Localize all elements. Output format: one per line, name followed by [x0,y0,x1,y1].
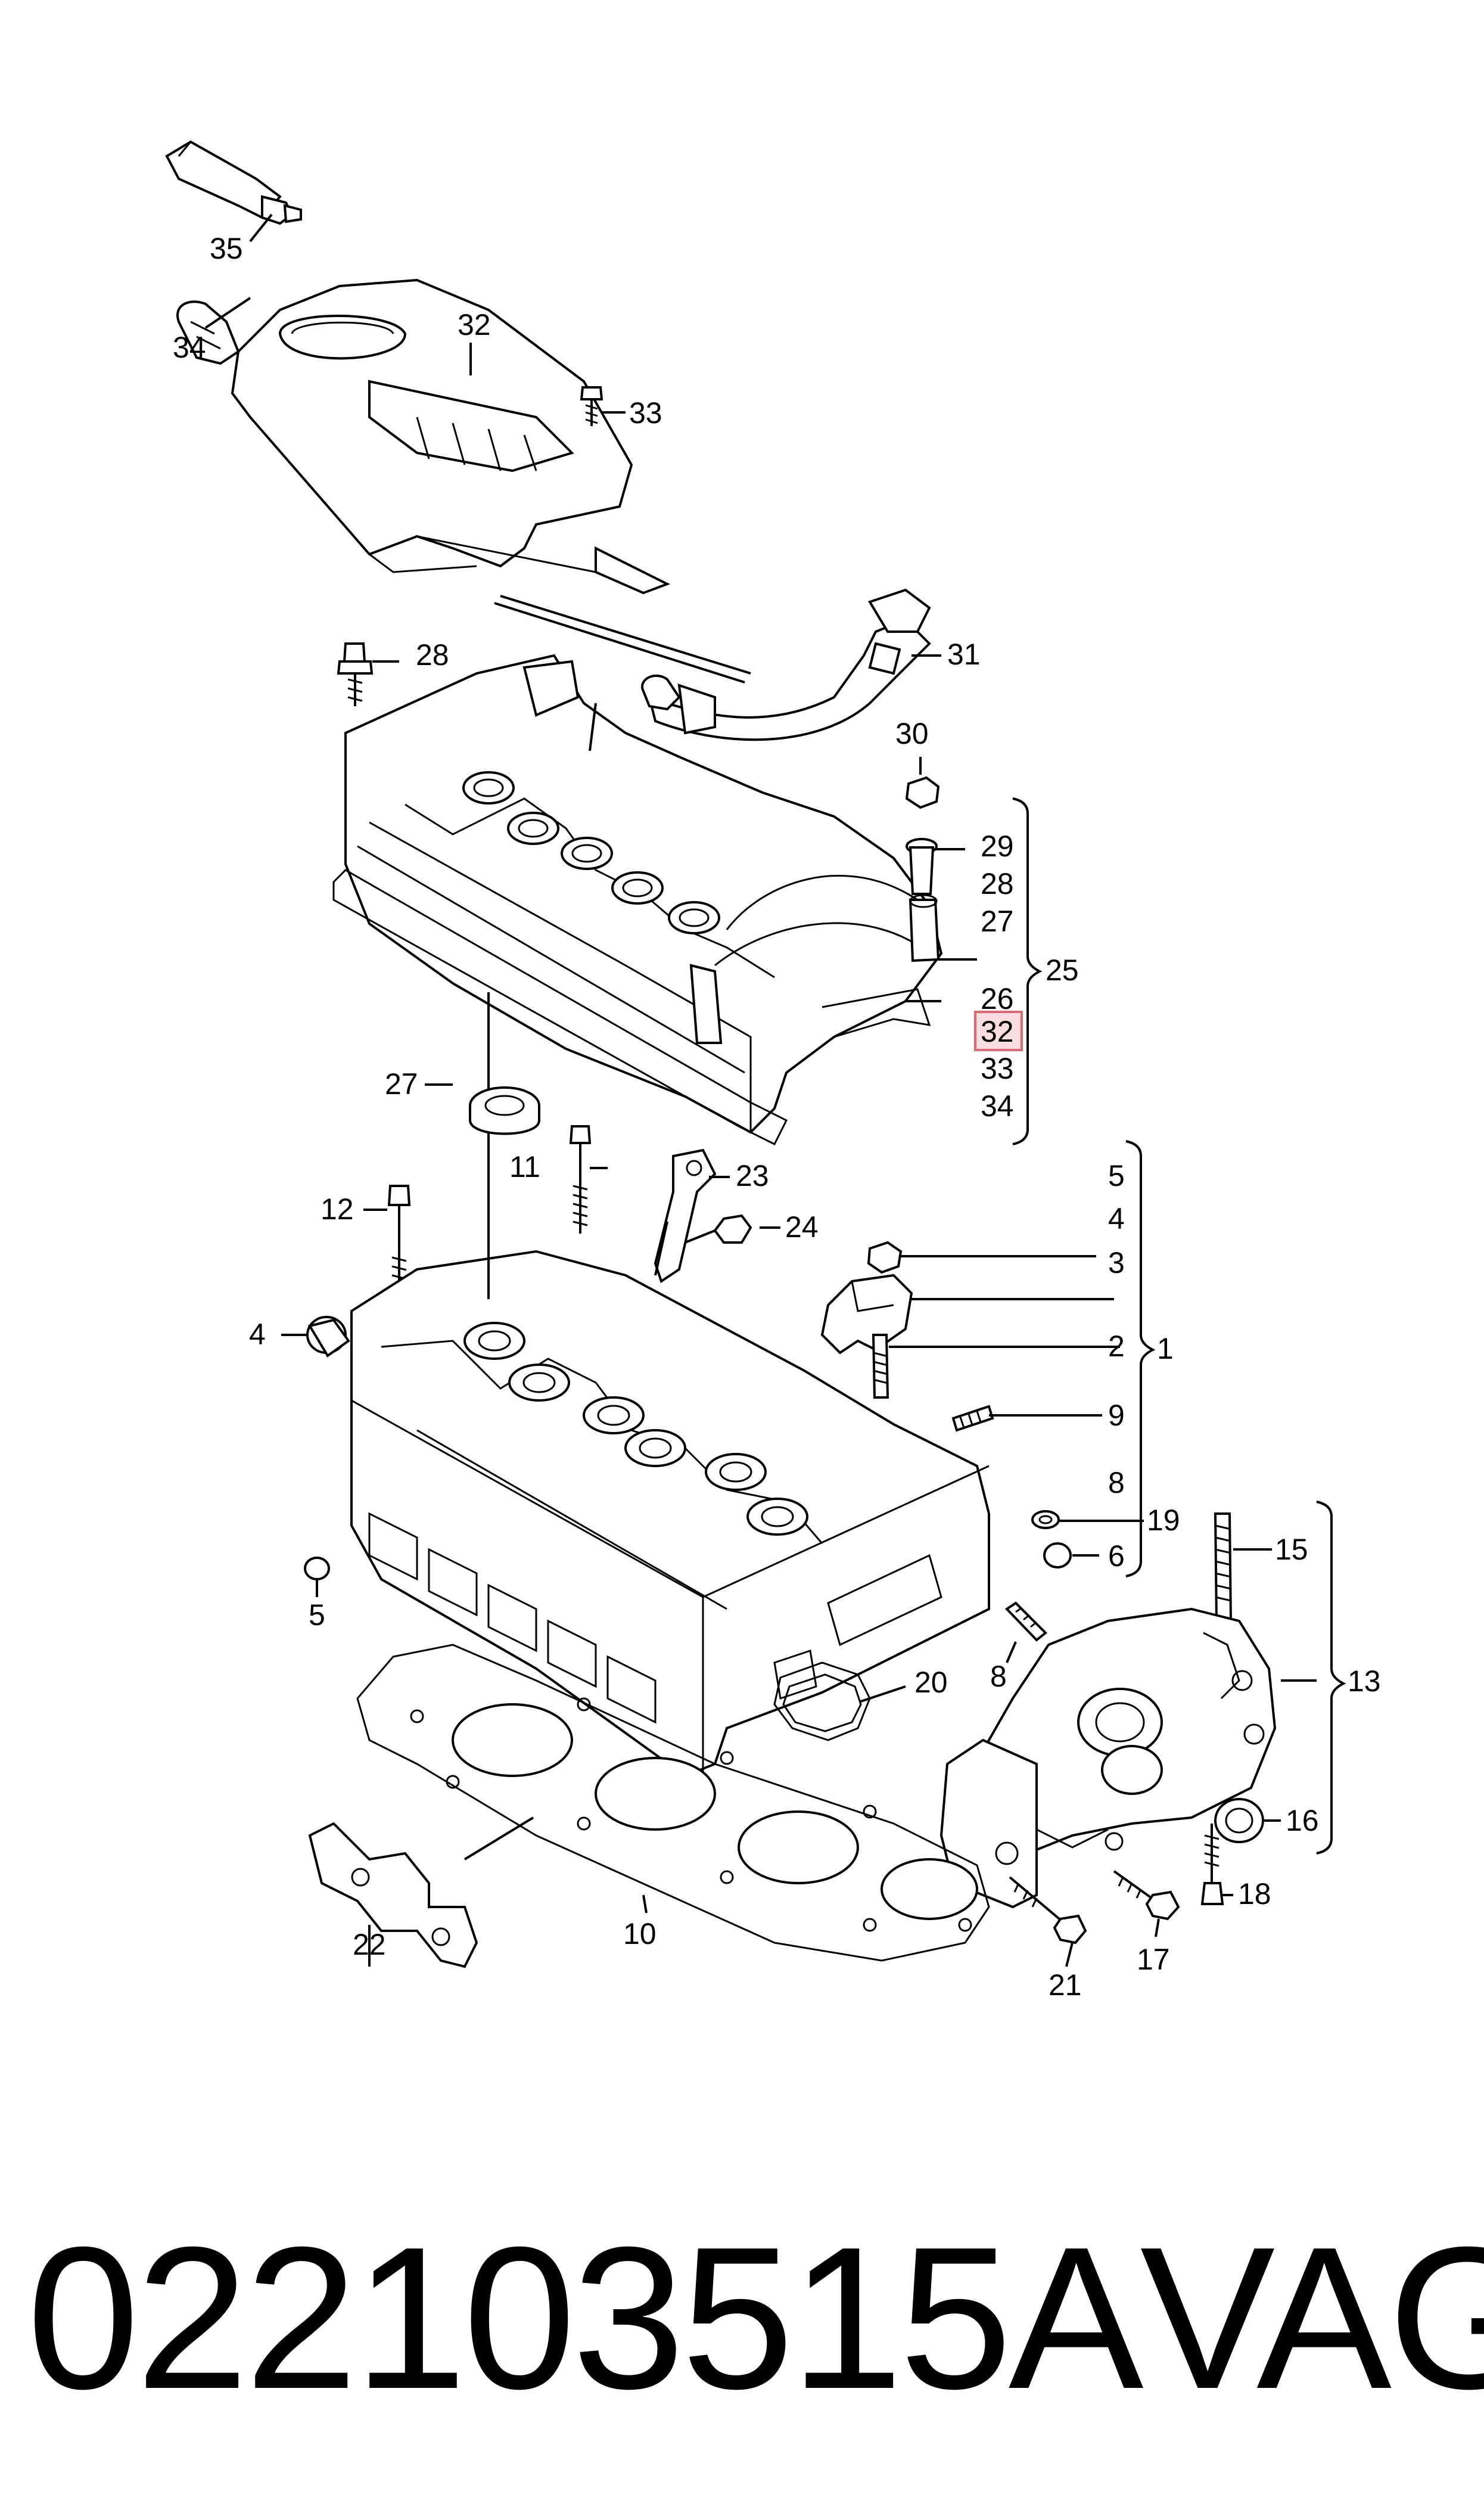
callout-32: 32 [458,308,491,341]
spark-plug-well-3 [561,837,613,870]
callout-22: 22 [353,1928,386,1961]
head-gasket-part [356,1644,990,1962]
screw-part [580,386,603,426]
group-bracket-1 [1125,1140,1156,1577]
callout-10: 10 [623,1917,657,1950]
callout-13: 13 [1348,1664,1381,1698]
callout-6: 6 [1108,1539,1125,1573]
breather-hose-part [494,588,931,741]
callout-33: 33 [629,396,662,430]
camshaft-bore-5 [705,1453,767,1491]
callout-27-list: 27 [981,905,1014,938]
hex-bolt-part [685,1214,752,1244]
callout-5-top: 5 [1108,1159,1125,1192]
callout-15: 15 [1275,1533,1308,1566]
callout-20: 20 [914,1666,948,1699]
camshaft-bore-3 [583,1396,645,1434]
bolt-with-seal-part [337,642,374,706]
long-stud-part [1214,1512,1233,1622]
o-ring-part [1031,1510,1060,1529]
callout-29: 29 [981,830,1014,863]
callout-9: 9 [1108,1399,1125,1432]
camshaft-bore-1 [463,1322,525,1360]
spark-plug-well-2 [507,812,559,845]
callout-24: 24 [785,1210,819,1244]
small-plug-left-part [304,1557,330,1580]
flange-gasket-part [773,1661,871,1741]
bracket-part [654,1148,717,1284]
callout-30: 30 [895,717,929,750]
part-number-footer: 022103515A VAG [27,2193,1484,2443]
callout-4-right: 4 [1108,1202,1125,1235]
heat-shield-part [308,1822,478,1968]
callout-5: 5 [309,1598,325,1632]
callout-8: 8 [990,1660,1007,1693]
flange-bolt-part [1200,1824,1224,1905]
brand-name: VAG [1140,2204,1484,2431]
connector-fitting-part [176,300,240,365]
callout-12: 12 [321,1192,354,1226]
callout-32-highlighted: 32 [981,1015,1014,1048]
callout-26: 26 [981,982,1014,1015]
callout-27: 27 [385,1067,418,1101]
hex-nut-part [867,1241,903,1274]
camshaft-bore-2 [508,1363,570,1402]
socket-bolt-part [1009,1876,1087,1945]
sealant-tube-part [165,140,302,225]
callout-19: 19 [1147,1504,1180,1537]
hex-flange-bolt-part [1113,1870,1180,1921]
spacer-part [909,894,940,962]
sealing-plug-part [306,1316,350,1358]
callout-2: 2 [1108,1330,1125,1363]
dowel-pin-part [1004,1601,1047,1642]
callout-21: 21 [1049,1968,1082,2002]
callout-8-list: 8 [1108,1466,1125,1499]
callout-11: 11 [509,1150,540,1184]
group-bracket-25 [1012,797,1043,1145]
camshaft-bore-4 [624,1429,686,1467]
callout-18: 18 [1238,1877,1271,1911]
callout-16: 16 [1286,1804,1319,1837]
callout-1: 1 [1157,1332,1174,1365]
small-plug-part [1043,1542,1072,1568]
cylinder-head-part [350,1250,990,1778]
callout-34-list: 34 [981,1089,1014,1123]
part-number: 022103515A [27,2204,1144,2431]
stud-part [872,1334,889,1399]
oil-separator-part [231,278,670,595]
callout-34: 34 [173,331,206,364]
callout-28: 28 [416,638,449,672]
callout-4: 4 [249,1318,266,1351]
shaft-seal-part [1214,1798,1264,1843]
callout-labels: 35 34 32 33 31 28 30 29 28 27 26 25 32 3… [173,232,1381,2002]
threaded-pin-part [951,1405,994,1432]
callout-23: 23 [736,1159,769,1192]
washer-sleeve-part [906,838,938,895]
cover-gasket-part [332,869,931,1146]
spark-plug-well-4 [611,871,664,905]
long-screw-part [569,1125,592,1234]
nut-part [905,776,940,809]
callout-31: 31 [947,638,981,671]
callout-33-list: 33 [981,1052,1014,1085]
seal-ring-part [469,1086,540,1135]
callout-25: 25 [1046,953,1079,987]
camshaft-bore-6 [746,1498,808,1536]
bearing-cap-part [820,1274,913,1355]
spark-plug-well-1 [462,771,515,805]
callout-35: 35 [210,232,243,265]
callout-28-list: 28 [981,867,1014,900]
spark-plug-well-5 [668,901,720,934]
end-cover-part [939,1607,1277,1909]
callout-3: 3 [1108,1246,1125,1279]
highlight-box [974,1011,1023,1051]
group-bracket-13 [1316,1501,1346,1855]
callout-17: 17 [1137,1943,1170,1976]
cylinder-head-cover-part [344,654,943,1134]
gasket-holes [410,1697,972,1932]
leader-lines [204,213,1317,1967]
